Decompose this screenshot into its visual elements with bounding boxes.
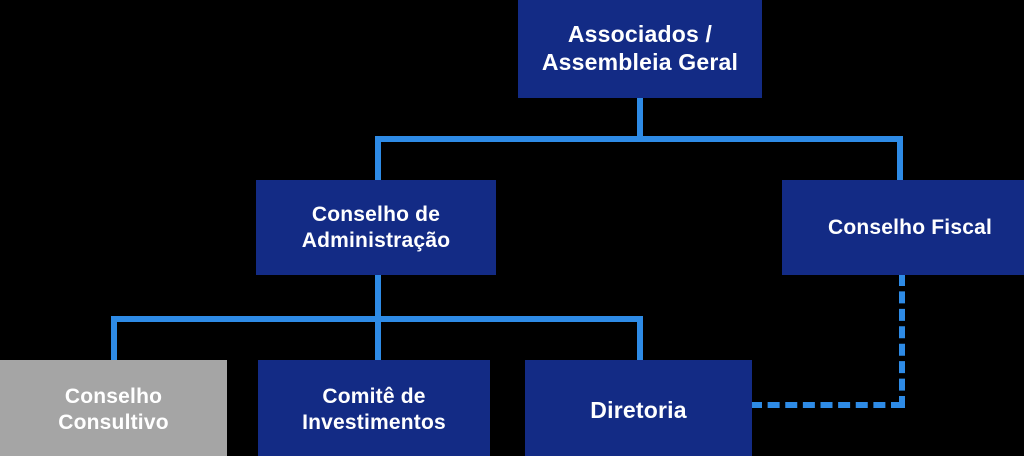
connector-drop-conselho-fiscal <box>897 136 903 184</box>
connector-drop-conselho-administracao <box>375 136 381 184</box>
connector-bus-level1 <box>375 136 903 142</box>
node-diretoria[interactable]: Diretoria <box>525 360 752 456</box>
node-conselho-consultivo[interactable]: Conselho Consultivo <box>0 360 227 456</box>
connector-assembleia-stub <box>637 96 643 142</box>
node-associados-assembleia-geral[interactable]: Associados / Assembleia Geral <box>518 0 762 98</box>
node-conselho-de-administracao[interactable]: Conselho de Administração <box>256 180 496 275</box>
node-conselho-fiscal[interactable]: Conselho Fiscal <box>782 180 1024 275</box>
connector-drop-conselho-consultivo <box>111 316 117 362</box>
node-comite-de-investimentos[interactable]: Comitê de Investimentos <box>258 360 490 456</box>
connector-drop-comite-investimentos <box>375 316 381 362</box>
connector-drop-diretoria <box>637 316 643 362</box>
connector-dashed-conselho-fiscal-to-diretoria <box>750 402 903 408</box>
connector-conselho-administracao-stub <box>375 273 381 321</box>
connector-dashed-conselho-fiscal-vertical <box>899 274 905 408</box>
